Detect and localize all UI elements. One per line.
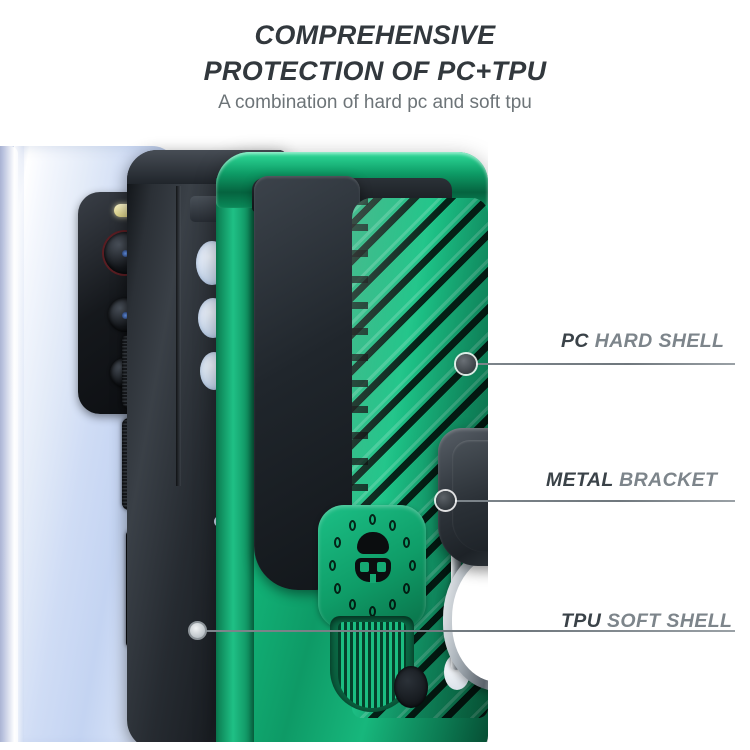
emblem-dot	[388, 599, 396, 611]
callout-value-pc: HARD SHELL	[588, 330, 725, 352]
callout-key-pc: PC	[561, 330, 589, 352]
port-cutout	[394, 666, 428, 708]
page-subtitle: A combination of hard pc and soft tpu	[218, 92, 532, 113]
leader-line-metal-bracket	[446, 500, 735, 502]
leader-dot-pc-hard-shell	[456, 354, 476, 374]
callout-key-metal: METAL	[546, 469, 614, 491]
pc-shell-side-rail	[216, 178, 254, 750]
callout-label-pc-hard-shell: PC HARD SHELL	[561, 330, 724, 353]
emblem-dot	[348, 519, 356, 531]
smartphone-edge-highlight	[14, 146, 24, 750]
emblem-dot	[408, 559, 416, 571]
skull-emblem	[318, 505, 426, 629]
skull-eye-right	[377, 562, 386, 572]
skull-eye-left	[360, 562, 369, 572]
right-background	[488, 0, 750, 750]
callout-key-tpu: TPU	[561, 610, 602, 632]
callout-label-tpu-soft-shell: TPU SOFT SHELL	[561, 610, 732, 633]
callout-value-tpu: SOFT SHELL	[601, 610, 733, 632]
leader-dot-tpu-soft-shell	[188, 621, 207, 640]
smartphone-side-edge	[0, 146, 18, 750]
bottom-background	[0, 742, 750, 750]
emblem-dot	[368, 513, 376, 525]
callout-label-metal-bracket: METAL BRACKET	[546, 469, 717, 492]
leader-line-tpu-soft-shell	[197, 630, 735, 632]
skull-icon	[353, 532, 393, 584]
leader-line-pc-hard-shell	[466, 363, 735, 365]
emblem-dot	[348, 599, 356, 611]
skull-cranium	[357, 532, 389, 554]
emblem-dot	[403, 582, 411, 594]
emblem-dot	[368, 605, 376, 617]
skull-nose	[370, 574, 376, 583]
page-title-line1: COMPREHENSIVE	[254, 20, 496, 50]
ring-bracket-arm-left	[451, 470, 461, 670]
leader-dot-metal-bracket	[436, 491, 455, 510]
page-title-line2: PROTECTION OF PC+TPU	[203, 56, 547, 86]
emblem-dot	[333, 536, 341, 548]
tpu-groove	[176, 186, 181, 486]
emblem-dot	[328, 559, 336, 571]
callout-value-metal: BRACKET	[613, 469, 718, 491]
emblem-dot	[388, 519, 396, 531]
emblem-dot	[403, 536, 411, 548]
emblem-dot	[333, 582, 341, 594]
